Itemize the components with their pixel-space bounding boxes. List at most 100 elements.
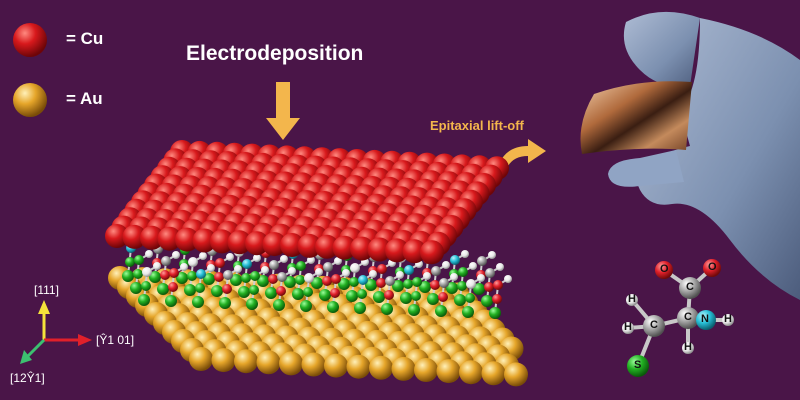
gold-atom [301,352,326,377]
sulfur-atom [327,301,339,313]
sulfur-atom [122,270,134,282]
copper-atom [332,235,357,260]
hydrogen-atom [234,265,242,273]
molecule-atom [214,272,224,282]
sulfur-atom [481,295,493,307]
atom-label-oxygen-1: O [660,263,669,275]
molecule-atom [484,282,494,292]
molecule-atom [358,275,368,285]
molecule-atom [376,278,386,288]
gold-atom-icon [13,83,47,117]
atom-label-carbon-1: C [686,281,694,293]
molecule-atom [187,271,197,281]
sulfur-atom [381,303,393,315]
copper-atom [315,234,339,259]
gold-atom [324,353,348,378]
atom-label-nitrogen: N [701,313,709,325]
molecule-atom [125,257,135,267]
molecule-atom [169,268,179,278]
copper-atom [385,238,409,263]
axis-triad-icon [20,300,92,364]
molecule-atom [160,270,170,280]
molecule-atom [188,257,198,267]
sulfur-atom [400,292,412,304]
hydrogen-atom [288,267,296,275]
molecule-atom [377,264,387,274]
molecule-atom [241,273,251,283]
copper-atom [140,225,164,250]
molecule-atom [296,261,306,271]
gold-atom [414,358,438,382]
molecule-atom [430,280,440,290]
sulfur-atom [246,298,258,310]
sulfur-atom [446,282,458,294]
atom-label-hydrogen-4: H [684,341,692,353]
molecule-atom [431,266,441,276]
molecule-atom [134,255,144,265]
gold-atom [369,355,393,380]
molecule-atom [268,274,278,284]
copper-atom [122,224,147,249]
copper-atom [192,228,217,253]
atom-label-hydrogen-1: H [628,293,636,305]
gold-atom [391,356,416,381]
molecule-atom [411,291,421,301]
gold-atom [234,349,258,374]
cysteine-molecule-icon [622,259,734,377]
hydrogen-atom [253,254,261,262]
atom-label-carbon-2: C [684,311,692,323]
sulfur-atom [435,305,447,317]
sulfur-atom [192,296,204,308]
copper-atom [350,236,374,261]
sulfur-atom [373,291,385,303]
sulfur-atom [273,299,285,311]
sulfur-atom [427,293,439,305]
sulfur-atom [284,276,296,288]
molecule-atom [331,274,341,284]
molecule-atom [303,287,313,297]
molecule-atom [438,292,448,302]
axis-label-vertical: [111] [34,283,59,297]
hydrogen-atom [369,270,377,278]
hydrogen-atom [280,255,288,263]
gold-atom [279,351,303,376]
molecule-atom [323,262,333,272]
molecule-atom [477,256,487,266]
atom-label-hydrogen-3: H [724,313,732,325]
molecule-atom [295,275,305,285]
molecule-atom [223,270,233,280]
molecule-atom [492,294,502,304]
sulfur-atom [203,273,215,285]
sulfur-atom [219,297,231,309]
sulfur-atom [184,284,196,296]
molecule-atom [350,263,360,273]
sulfur-atom [157,283,169,295]
copper-atom [210,229,234,254]
hydrogen-atom [450,273,458,281]
epitaxial-liftoff-label: Epitaxial lift-off [430,118,524,133]
sulfur-atom [265,287,277,299]
sulfur-atom [176,272,188,284]
copper-atom [105,224,129,248]
molecule-atom [277,272,287,282]
hydrogen-atom [396,271,404,279]
sulfur-atom [473,283,485,295]
copper-foil-icon [580,81,692,154]
molecule-atom [450,255,460,265]
atom-label-sulfur: S [634,359,642,371]
hydrogen-atom [334,257,342,265]
sulfur-atom [292,288,304,300]
molecule-atom [304,273,314,283]
gold-atom [459,360,483,385]
axis-label-diagonal: [12Ŷ1] [10,371,45,385]
copper-atom [367,237,392,262]
sulfur-atom [211,285,223,297]
sulfur-atom [346,290,358,302]
electrode-slab [105,140,528,387]
molecule-atom [404,265,414,275]
hydrogen-atom [504,275,512,283]
sulfur-atom [149,271,161,283]
copper-atom [262,232,287,257]
molecule-atom [133,269,143,279]
